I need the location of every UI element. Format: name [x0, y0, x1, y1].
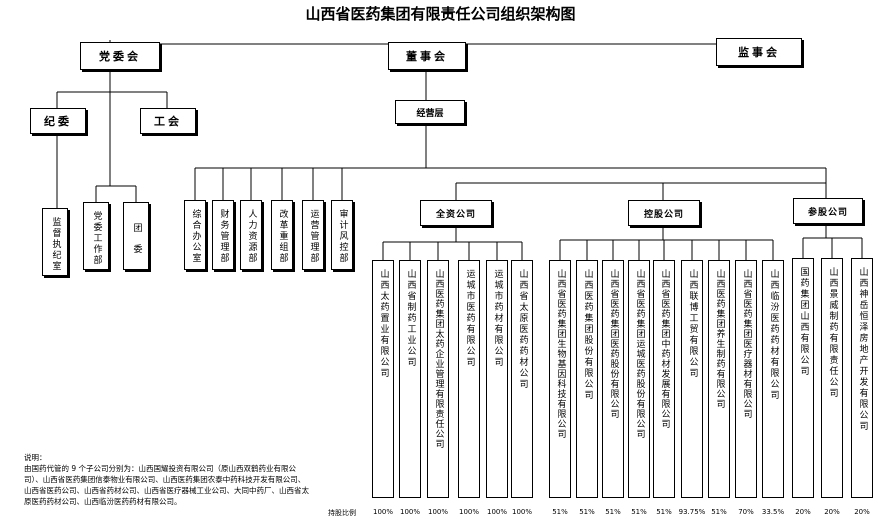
supervisors-label: 监事会	[738, 46, 780, 59]
party-dept-label: 团委	[131, 223, 142, 265]
functional-dept-label: 人力资源部	[246, 209, 257, 264]
company-name: 山西联博工贸有限公司	[687, 269, 698, 379]
participating-label: 参股公司	[807, 207, 848, 218]
company-box: 山西省医药集团运城医药股份有限公司	[628, 260, 650, 498]
company-box: 山西省医药集团生物基因科技有限公司	[549, 260, 571, 498]
company-name: 山西省医药集团中药材发展有限公司	[659, 269, 670, 429]
note-heading: 说明：	[24, 453, 47, 462]
note-text: 由国药代管的 9 个子公司分别为：山西国耀投资有限公司（原山西双鹤药业有限公司）…	[24, 464, 309, 506]
company-name: 山西太药置业有限公司	[378, 269, 389, 379]
company-box: 山西省医药集团医疗器材有限公司	[735, 260, 757, 498]
pct-value: 100%	[511, 508, 532, 516]
party-committee-box: 党委会	[80, 42, 160, 70]
pct-value: 33.5%	[761, 508, 785, 516]
participating-box: 参股公司	[793, 198, 863, 224]
company-name: 运城市医药有限公司	[464, 269, 475, 368]
pct-value: 51%	[605, 508, 621, 516]
holding-box: 控股公司	[628, 200, 700, 226]
pct-value: 100%	[486, 508, 507, 516]
company-box: 国药集团山西有限公司	[792, 258, 814, 498]
company-box: 山西医药集团股份有限公司	[576, 260, 598, 498]
union-box: 工会	[140, 108, 196, 134]
party-dept-work: 党委工作部	[83, 202, 109, 270]
pct-value: 100%	[427, 508, 448, 516]
pct-value: 51%	[711, 508, 727, 516]
holding-label: 控股公司	[643, 209, 684, 220]
party-committee-label: 党委会	[99, 50, 141, 63]
company-name: 山西医药集团股份有限公司	[582, 269, 593, 401]
pct-value: 70%	[738, 508, 754, 516]
company-box: 山西神岳恒泽房地产开发有限公司	[851, 258, 873, 498]
pct-value: 20%	[824, 508, 840, 516]
functional-dept-label: 审计风控部	[337, 209, 348, 264]
company-box: 山西医药集团养生制药有限公司	[708, 260, 730, 498]
management-box: 经营层	[395, 100, 465, 124]
company-box: 山西太药置业有限公司	[372, 260, 394, 498]
party-dept-label: 监督执纪室	[50, 217, 61, 272]
company-name: 山西省医药集团医疗器材有限公司	[741, 269, 752, 419]
discipline-label: 纪委	[44, 115, 72, 128]
wholly-owned-label: 全资公司	[435, 209, 476, 220]
company-name: 国药集团山西有限公司	[798, 267, 809, 377]
company-name: 山西省太原医药药材公司	[517, 269, 528, 390]
party-dept-supervision: 监督执纪室	[42, 208, 68, 276]
pct-value: 100%	[458, 508, 479, 516]
note-block: 说明： 由国药代管的 9 个子公司分别为：山西国耀投资有限公司（原山西双鹤药业有…	[10, 452, 310, 507]
supervisors-box: 监事会	[716, 38, 802, 66]
pct-value: 100%	[372, 508, 393, 516]
company-name: 运城市药材有限公司	[492, 269, 503, 368]
party-dept-youth: 团委	[123, 202, 149, 270]
pct-value: 51%	[656, 508, 672, 516]
company-box: 山西省医药集团医药股份有限公司	[602, 260, 624, 498]
pct-value: 20%	[854, 508, 870, 516]
company-box: 山西省制药工业公司	[399, 260, 421, 498]
pct-value: 51%	[631, 508, 647, 516]
functional-dept: 综合办公室	[184, 200, 206, 270]
company-name: 山西临汾医药药材有限公司	[768, 269, 779, 401]
company-box: 山西省医药集团中药材发展有限公司	[653, 260, 675, 498]
board-label: 董事会	[406, 50, 448, 63]
company-name: 山西省制药工业公司	[405, 269, 416, 368]
board-box: 董事会	[388, 42, 466, 70]
functional-dept-label: 综合办公室	[190, 209, 201, 264]
company-name: 山西医药集团太药企业管理有限责任公司	[433, 269, 444, 449]
functional-dept: 人力资源部	[240, 200, 262, 270]
company-name: 山西景威制药有限责任公司	[827, 267, 838, 399]
company-name: 山西省医药集团医药股份有限公司	[608, 269, 619, 419]
wholly-owned-box: 全资公司	[420, 200, 492, 226]
pct-value: 51%	[552, 508, 568, 516]
union-label: 工会	[154, 115, 182, 128]
company-box: 山西联博工贸有限公司	[681, 260, 703, 498]
company-box: 山西景威制药有限责任公司	[821, 258, 843, 498]
pct-value: 51%	[579, 508, 595, 516]
functional-dept: 财务管理部	[212, 200, 234, 270]
pct-label: 持股比例	[328, 509, 356, 517]
company-box: 山西省太原医药药材公司	[511, 260, 533, 498]
company-box: 山西医药集团太药企业管理有限责任公司	[427, 260, 449, 498]
functional-dept-label: 运营管理部	[308, 209, 319, 264]
functional-dept: 运营管理部	[302, 200, 324, 270]
company-name: 山西神岳恒泽房地产开发有限公司	[857, 267, 868, 432]
discipline-box: 纪委	[30, 108, 86, 134]
functional-dept: 改革重组部	[271, 200, 293, 270]
pct-value: 100%	[399, 508, 420, 516]
page-title: 山西省医药集团有限责任公司组织架构图	[305, 5, 576, 23]
functional-dept-label: 财务管理部	[218, 209, 229, 264]
company-name: 山西医药集团养生制药有限公司	[714, 269, 725, 409]
company-box: 运城市医药有限公司	[458, 260, 480, 498]
pct-value: 20%	[795, 508, 811, 516]
functional-dept-label: 改革重组部	[277, 209, 288, 264]
company-name: 山西省医药集团生物基因科技有限公司	[555, 269, 566, 439]
company-box: 山西临汾医药药材有限公司	[762, 260, 784, 498]
functional-dept: 审计风控部	[331, 200, 353, 270]
company-box: 运城市药材有限公司	[486, 260, 508, 498]
pct-value: 93.75%	[678, 508, 706, 516]
company-name: 山西省医药集团运城医药股份有限公司	[634, 269, 645, 439]
party-dept-label: 党委工作部	[91, 211, 102, 266]
management-label: 经营层	[416, 108, 444, 119]
